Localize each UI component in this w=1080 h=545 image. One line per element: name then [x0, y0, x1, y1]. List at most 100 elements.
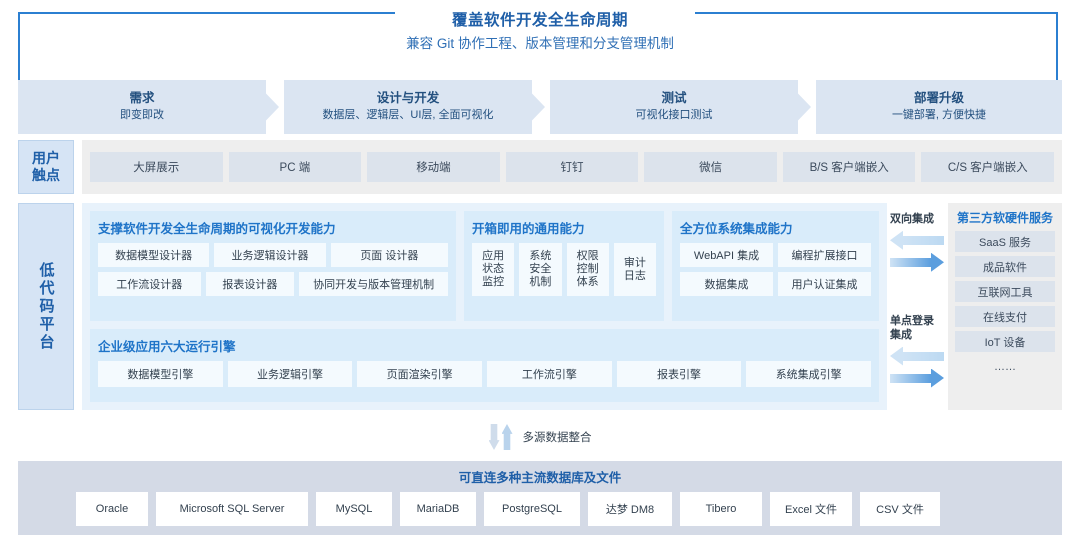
touchpoint-row: 大屏展示 PC 端 移动端 钉钉 微信 B/S 客户端嵌入 C/S 客户端嵌入 — [82, 140, 1062, 194]
cell-line3: 监控 — [482, 275, 505, 288]
third-party-chip[interactable]: IoT 设备 — [955, 331, 1055, 352]
integration-label-line2: 集成 — [890, 328, 912, 341]
panel-runtime-engines: 企业级应用六大运行引擎 数据模型引擎 业务逻辑引擎 页面渲染引擎 工作流引擎 报… — [90, 329, 879, 402]
panel-row: 应用 状态 监控 系统 安全 机制 权限 控制 体系 — [472, 243, 656, 296]
panel-title: 全方位系统集成能力 — [680, 222, 793, 236]
capability-cell[interactable]: 协同开发与版本管理机制 — [299, 272, 448, 296]
cell-line1: 审计 — [623, 256, 646, 269]
touchpoint-chip[interactable]: 微信 — [644, 152, 777, 182]
engine-cell[interactable]: 报表引擎 — [616, 361, 742, 387]
capability-cell-app-status-monitor[interactable]: 应用 状态 监控 — [472, 243, 515, 296]
capability-cell-permission-control[interactable]: 权限 控制 体系 — [566, 243, 609, 296]
touchpoint-chip[interactable]: C/S 客户端嵌入 — [921, 152, 1055, 182]
touchpoint-label-line2: 触点 — [32, 167, 60, 183]
arrow-down-icon — [488, 424, 500, 450]
cell-line3: 机制 — [529, 275, 552, 288]
third-party-chip[interactable]: 成品软件 — [955, 256, 1055, 277]
arrow-up-icon — [501, 424, 513, 450]
database-chip[interactable]: 达梦 DM8 — [588, 492, 672, 526]
touchpoint-label-line1: 用户 — [32, 149, 60, 166]
capability-cell-audit-log[interactable]: 审计 日志 — [613, 243, 656, 296]
capability-cell-system-security[interactable]: 系统 安全 机制 — [519, 243, 562, 296]
arrow-bar — [890, 257, 931, 267]
database-chip[interactable]: MariaDB — [400, 492, 476, 526]
capability-cell[interactable]: 业务逻辑设计器 — [214, 243, 326, 267]
panel-title: 企业级应用六大运行引擎 — [98, 340, 236, 354]
database-chip[interactable]: Excel 文件 — [770, 492, 852, 526]
arrow-head — [890, 230, 903, 250]
capability-cell[interactable]: 页面 设计器 — [330, 243, 448, 267]
arrow-left-icon — [890, 230, 944, 250]
capability-cell[interactable]: 数据模型设计器 — [98, 243, 210, 267]
integration-group-bidirectional: 双向集成 — [890, 213, 948, 272]
stage-desc: 即变即改 — [120, 108, 164, 121]
arrow-head — [931, 252, 944, 272]
capability-panels: 支撑软件开发全生命周期的可视化开发能力 数据模型设计器 业务逻辑设计器 页面 设… — [90, 211, 879, 321]
stage-test[interactable]: 测试 可视化接口测试 — [550, 80, 798, 134]
stage-deploy-upgrade[interactable]: 部署升级 一键部署, 方便快捷 — [816, 80, 1062, 134]
engine-cell[interactable]: 业务逻辑引擎 — [227, 361, 353, 387]
arrow-left-icon — [890, 346, 944, 366]
panel-system-integration: 全方位系统集成能力 WebAPI 集成 编程扩展接口 数据集成 用户认证集成 — [672, 211, 879, 321]
sidebar-label-touchpoint: 用户 触点 — [18, 140, 74, 194]
engine-cell[interactable]: 页面渲染引擎 — [357, 361, 483, 387]
third-party-chip[interactable]: 互联网工具 — [955, 281, 1055, 302]
integration-label-line1: 单点登录 — [890, 315, 934, 327]
panel-general-capability: 开箱即用的通用能力 应用 状态 监控 系统 安全 机制 权限 控制 — [464, 211, 664, 321]
cell-line1: 系统 — [529, 250, 552, 263]
arrow-head — [931, 368, 944, 388]
cell-line3: 体系 — [576, 275, 599, 288]
integration-arrows-column: 双向集成 单点登录 集成 — [890, 203, 948, 410]
arrow-bar — [903, 235, 944, 245]
cell-line2: 控制 — [576, 263, 599, 276]
integration-label: 单点登录 集成 — [890, 315, 948, 343]
lowcode-label-text: 低代码平台 — [37, 261, 55, 352]
database-section: 可直连多种主流数据库及文件 Oracle Microsoft SQL Serve… — [18, 461, 1062, 535]
capability-cell[interactable]: 工作流设计器 — [98, 272, 201, 296]
database-chip[interactable]: MySQL — [316, 492, 392, 526]
touchpoint-chip[interactable]: 移动端 — [367, 152, 500, 182]
third-party-chip-more: …… — [994, 360, 1016, 373]
touchpoint-chip[interactable]: 钉钉 — [505, 152, 639, 182]
cell-line2: 安全 — [529, 263, 552, 276]
capability-cell[interactable]: 编程扩展接口 — [778, 243, 871, 267]
touchpoint-chip[interactable]: B/S 客户端嵌入 — [782, 152, 916, 182]
lifecycle-header: 覆盖软件开发全生命周期 兼容 Git 协作工程、版本管理和分支管理机制 需求 即… — [0, 0, 1080, 136]
capability-cell[interactable]: 数据集成 — [680, 272, 773, 296]
database-chip[interactable]: Oracle — [76, 492, 148, 526]
capability-cell[interactable]: 报表设计器 — [205, 272, 295, 296]
database-chip[interactable]: Tibero — [680, 492, 762, 526]
header-subtitle: 兼容 Git 协作工程、版本管理和分支管理机制 — [406, 36, 674, 51]
panel-row: 数据模型设计器 业务逻辑设计器 页面 设计器 — [98, 243, 448, 267]
engine-cell[interactable]: 数据模型引擎 — [98, 361, 223, 387]
stage-requirement[interactable]: 需求 即变即改 — [18, 80, 266, 134]
third-party-chip[interactable]: SaaS 服务 — [955, 231, 1055, 252]
database-chip[interactable]: PostgreSQL — [484, 492, 580, 526]
capability-cell[interactable]: WebAPI 集成 — [680, 243, 773, 267]
header-title: 覆盖软件开发全生命周期 — [451, 12, 628, 29]
arrow-bar — [890, 373, 931, 383]
stage-title: 部署升级 — [913, 91, 964, 106]
cell-line1: 权限 — [576, 250, 599, 263]
integration-group-sso: 单点登录 集成 — [890, 315, 948, 388]
capability-cell[interactable]: 用户认证集成 — [778, 272, 871, 296]
touchpoint-chip[interactable]: PC 端 — [228, 152, 362, 182]
third-party-chip[interactable]: 在线支付 — [955, 306, 1055, 327]
database-chip[interactable]: CSV 文件 — [860, 492, 940, 526]
engine-cell[interactable]: 工作流引擎 — [487, 361, 612, 387]
panel-row: 数据集成 用户认证集成 — [680, 272, 871, 296]
touchpoint-chip[interactable]: 大屏展示 — [90, 152, 223, 182]
panel-row: WebAPI 集成 编程扩展接口 — [680, 243, 871, 267]
database-chip[interactable]: Microsoft SQL Server — [156, 492, 308, 526]
engine-cell[interactable]: 系统集成引擎 — [746, 361, 872, 387]
stage-title: 需求 — [129, 91, 155, 106]
panel-title: 支撑软件开发全生命周期的可视化开发能力 — [98, 222, 336, 236]
arrow-right-icon — [890, 368, 944, 388]
stage-desc: 一键部署, 方便快捷 — [891, 108, 987, 121]
stage-design-dev[interactable]: 设计与开发 数据层、逻辑层、UI层, 全面可视化 — [284, 80, 532, 134]
lowcode-platform-body: 支撑软件开发全生命周期的可视化开发能力 数据模型设计器 业务逻辑设计器 页面 设… — [82, 203, 887, 410]
lifecycle-stages: 需求 即变即改 设计与开发 数据层、逻辑层、UI层, 全面可视化 测试 可视化接… — [18, 80, 1062, 134]
cell-line2: 日志 — [623, 269, 646, 282]
third-party-title: 第三方软硬件服务 — [956, 211, 1053, 225]
panel-visual-development: 支撑软件开发全生命周期的可视化开发能力 数据模型设计器 业务逻辑设计器 页面 设… — [90, 211, 456, 321]
